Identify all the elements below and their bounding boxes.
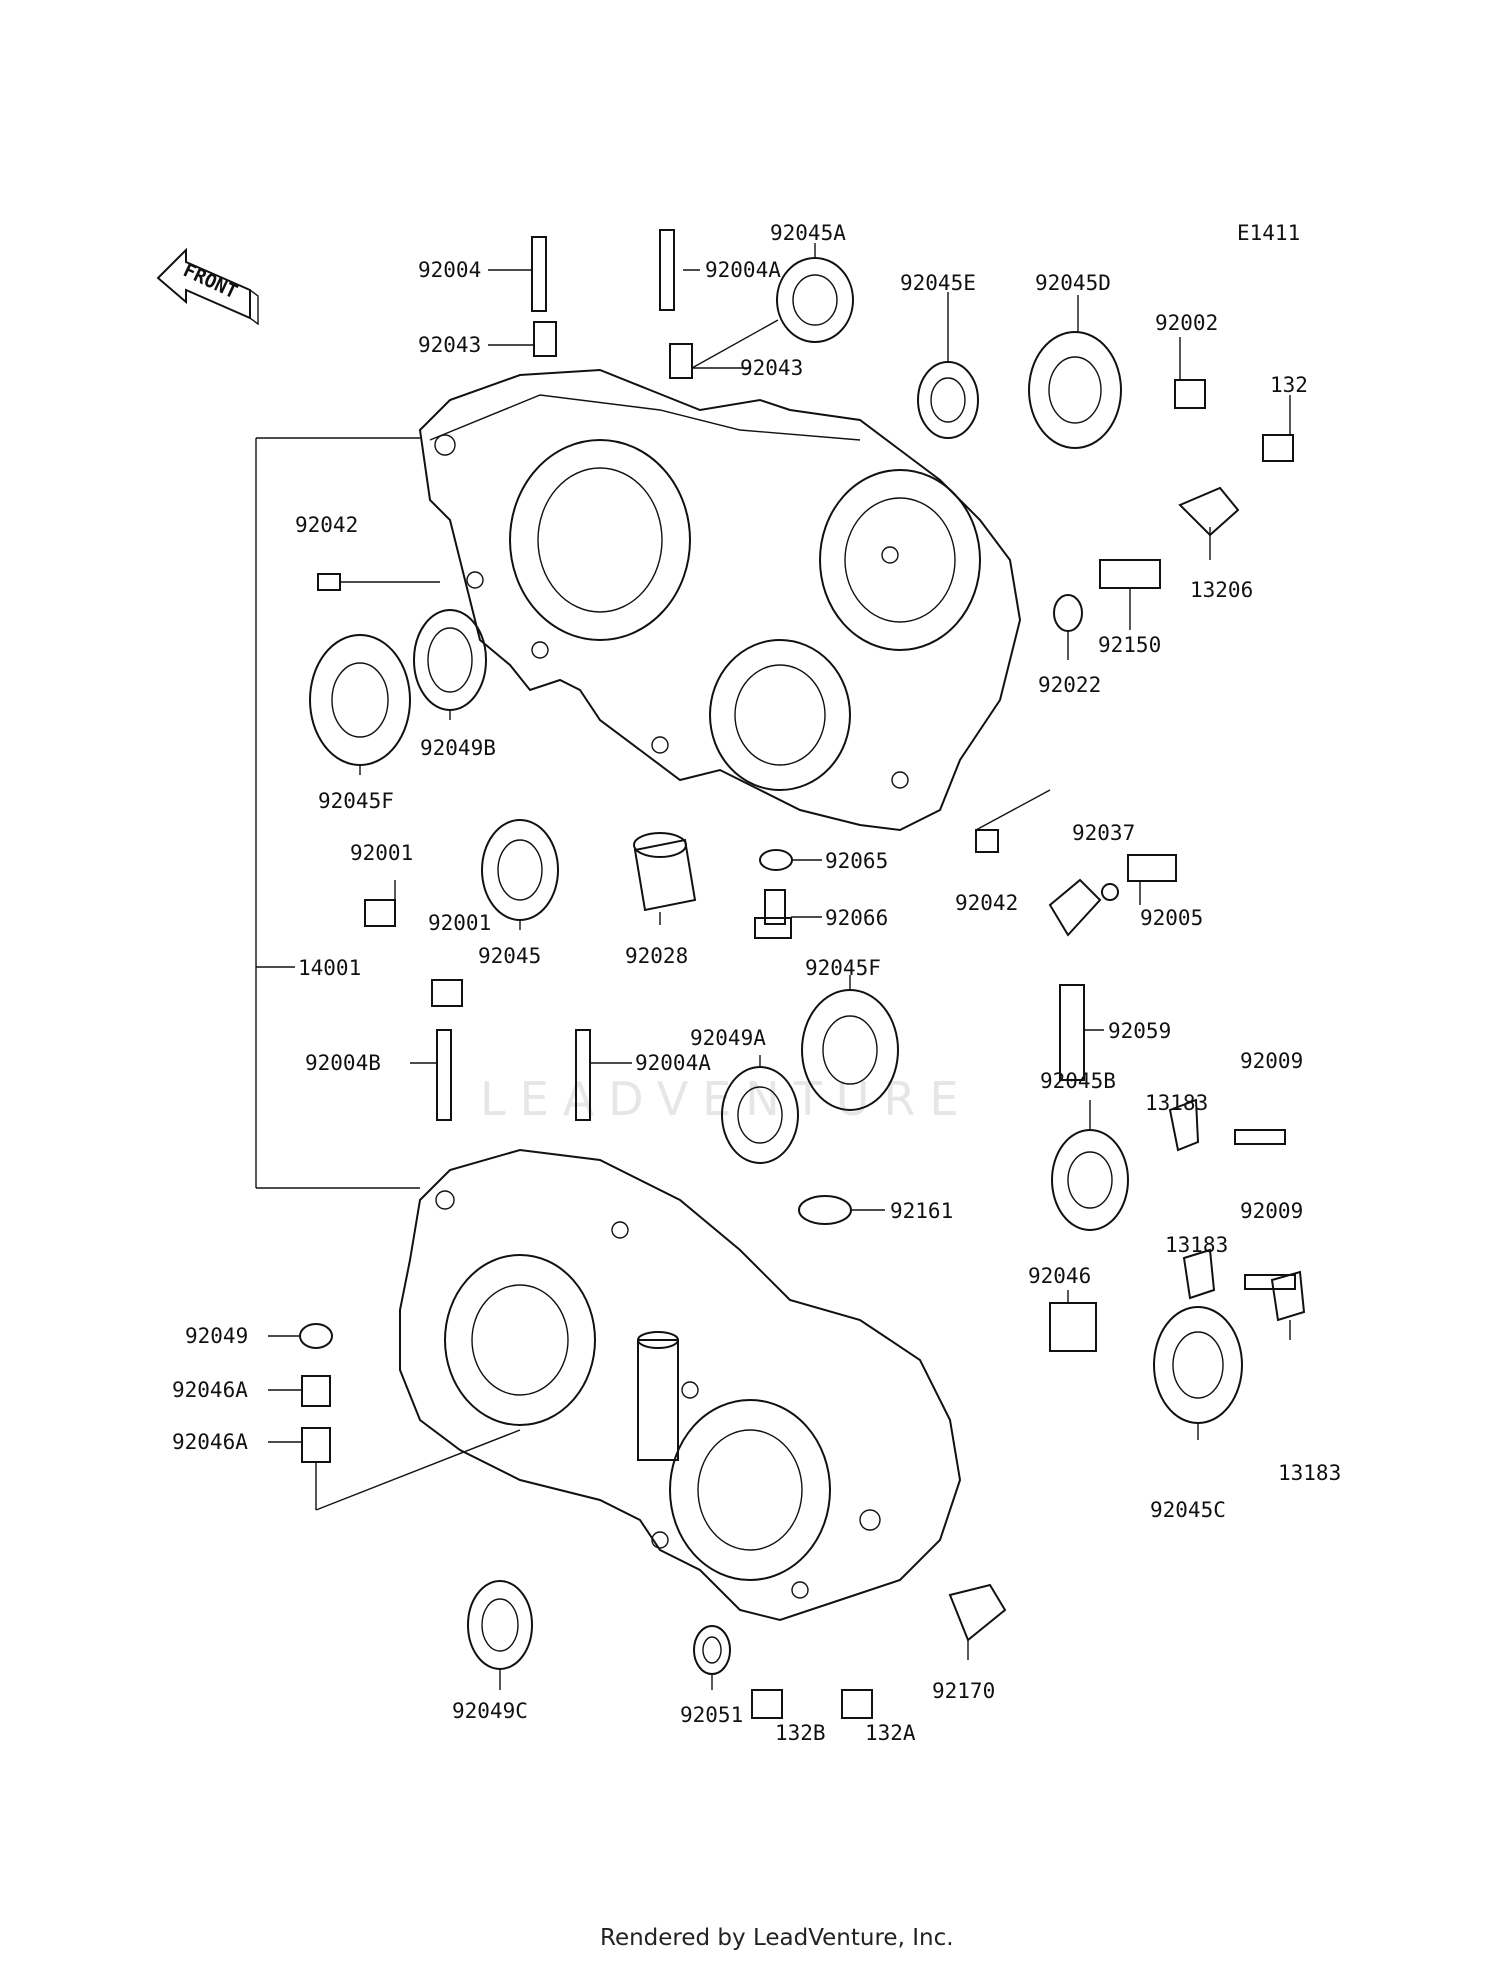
front-arrow-icon: FRONT [156, 247, 259, 326]
label-92046a-1: 92046A [172, 1378, 248, 1402]
label-14001: 14001 [298, 956, 361, 980]
label-92046a-2: 92046A [172, 1430, 248, 1454]
diagram-id: E1411 [1237, 221, 1300, 245]
label-92045d: 92045D [1035, 271, 1111, 295]
label-92161: 92161 [890, 1199, 953, 1223]
bearing-icon [309, 257, 1243, 1675]
label-132a: 132A [865, 1721, 916, 1745]
label-92001-a: 92001 [350, 841, 413, 865]
label-92049: 92049 [185, 1324, 248, 1348]
label-92045c: 92045C [1150, 1498, 1226, 1522]
bracket-icon [948, 486, 1306, 1642]
watermark: LEADVENTURE [480, 1072, 973, 1126]
label-92045e: 92045E [900, 271, 976, 295]
label-92059: 92059 [1108, 1019, 1171, 1043]
front-label: FRONT [180, 259, 241, 303]
label-92037: 92037 [1072, 821, 1135, 845]
label-92028: 92028 [625, 944, 688, 968]
label-92045b: 92045B [1040, 1069, 1116, 1093]
upper-crankcase-icon [418, 368, 1022, 832]
label-13206: 13206 [1190, 578, 1253, 602]
label-13183-b: 13183 [1165, 1233, 1228, 1257]
label-92022: 92022 [1038, 673, 1101, 697]
label-92004b: 92004B [305, 1051, 381, 1075]
dowel-pin-icon [317, 321, 999, 853]
label-92049c: 92049C [452, 1699, 528, 1723]
label-132b: 132B [775, 1721, 826, 1745]
label-92004: 92004 [418, 258, 481, 282]
label-92045f-a: 92045F [318, 789, 394, 813]
label-92043-b: 92043 [740, 356, 803, 380]
lower-crankcase-icon [399, 1148, 962, 1622]
footer-credit: Rendered by LeadVenture, Inc. [600, 1925, 954, 1951]
leader-lines [255, 243, 1291, 1718]
fitting-icon [1048, 559, 1177, 1081]
label-92009-b: 92009 [1240, 1199, 1303, 1223]
label-92045: 92045 [478, 944, 541, 968]
label-92049a: 92049A [690, 1026, 766, 1050]
drain-bolt-icon [754, 883, 1119, 939]
label-92170: 92170 [932, 1679, 995, 1703]
label-92065: 92065 [825, 849, 888, 873]
label-92045a: 92045A [770, 221, 846, 245]
label-13183-c: 13183 [1278, 1461, 1341, 1485]
label-92042-b: 92042 [955, 891, 1018, 915]
label-92043-a: 92043 [418, 333, 481, 357]
label-92004a-2: 92004A [635, 1051, 711, 1075]
label-132: 132 [1270, 373, 1308, 397]
label-92002: 92002 [1155, 311, 1218, 335]
label-13183-a: 13183 [1145, 1091, 1208, 1115]
label-92051: 92051 [680, 1703, 743, 1727]
label-92042-a: 92042 [295, 513, 358, 537]
label-92005: 92005 [1140, 906, 1203, 930]
label-92001-b: 92001 [428, 911, 491, 935]
label-92045f-b: 92045F [805, 956, 881, 980]
stud-icon [436, 229, 675, 1121]
label-92049b: 92049B [420, 736, 496, 760]
label-92150: 92150 [1098, 633, 1161, 657]
label-92046: 92046 [1028, 1264, 1091, 1288]
part-labels: 92004 92004A 92045A 92045E 92045D 92002 … [172, 221, 1341, 1745]
label-92066: 92066 [825, 906, 888, 930]
label-92004a: 92004A [705, 258, 781, 282]
label-92009-a: 92009 [1240, 1049, 1303, 1073]
bushing-icon [633, 832, 697, 912]
